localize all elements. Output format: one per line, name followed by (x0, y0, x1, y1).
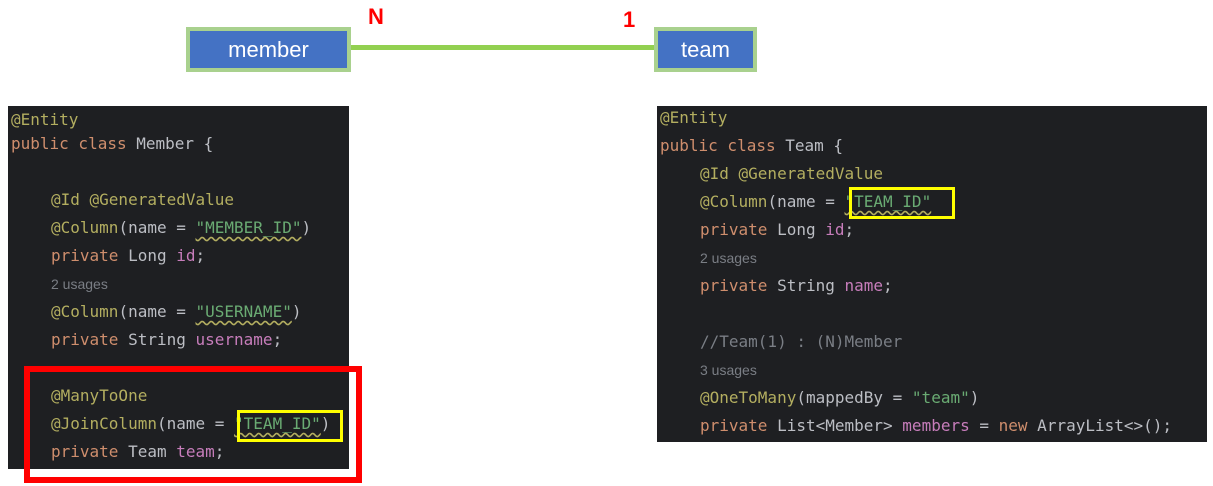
relationship-connector (351, 45, 654, 50)
code-line: private Long id; (700, 220, 855, 239)
code-comment: //Team(1) : (N)Member (700, 332, 903, 351)
code-line: private String username; (51, 330, 283, 349)
code-line: @Column(name = "MEMBER_ID") (51, 218, 312, 237)
code-line: @Column(name = "USERNAME") (51, 302, 302, 321)
code-line: @OneToMany(mappedBy = "team") (700, 388, 980, 407)
code-line: @JoinColumn(name = "TEAM_ID") (51, 414, 331, 433)
code-line: public class Team { (660, 136, 844, 155)
code-line: @Id @GeneratedValue (700, 164, 884, 183)
code-line: @Id @GeneratedValue (51, 190, 235, 209)
member-entity-label: member (228, 36, 309, 62)
code-line: @Entity (11, 110, 79, 129)
join-column-highlight (24, 366, 362, 483)
team-team-id-highlight (849, 187, 955, 219)
code-line: private List<Member> members = new Array… (700, 416, 1173, 435)
member-team-id-highlight (237, 410, 343, 442)
code-line: @Entity (660, 108, 728, 127)
member-multiplicity: N (368, 4, 384, 29)
team-entity-label: team (681, 36, 730, 62)
member-entity-box: member (186, 27, 351, 72)
code-line: private String name; (700, 276, 893, 295)
team-code-panel: @Entity public class Team { @Id @Generat… (657, 106, 1207, 442)
code-line: public class Member { (11, 134, 214, 153)
usages-hint: 2 usages (700, 250, 757, 266)
usages-hint: 3 usages (700, 362, 757, 378)
code-line: @Column(name = "TEAM_ID" (700, 192, 932, 211)
usages-hint: 2 usages (51, 276, 108, 292)
code-line: private Team team; (51, 442, 225, 461)
code-line: private Long id; (51, 246, 206, 265)
member-code-panel: @Entity public class Member { @Id @Gener… (8, 106, 349, 469)
team-entity-box: team (654, 27, 757, 72)
code-line: @ManyToOne (51, 386, 148, 405)
team-multiplicity: 1 (623, 7, 636, 32)
